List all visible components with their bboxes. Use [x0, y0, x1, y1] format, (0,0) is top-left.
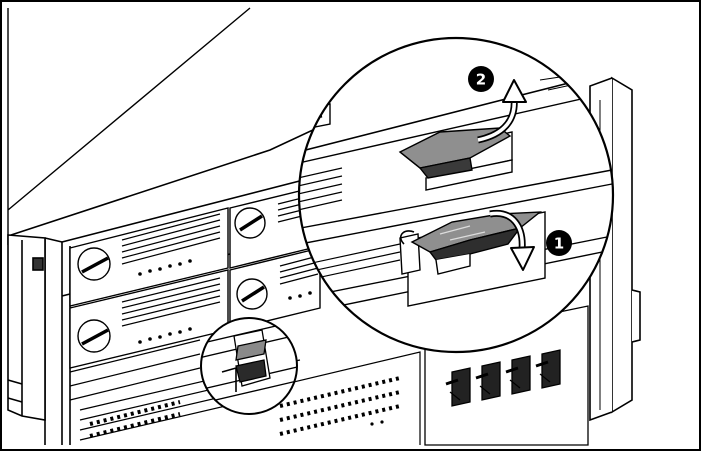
step-number-1: 1 [554, 235, 564, 253]
lower-latch [399, 211, 546, 307]
pull-down-arrow-icon [489, 209, 535, 271]
rack-ear-left [7, 234, 46, 421]
locator-callout [200, 317, 298, 415]
ear-screw-icon [32, 257, 44, 271]
drive-bay-grid [69, 185, 321, 369]
lift-arrow-icon [477, 79, 527, 144]
drive-bay-2 [229, 185, 321, 269]
step-badge-2 [468, 66, 494, 92]
upper-handle [398, 127, 513, 191]
drive-bay-1 [69, 207, 229, 307]
drive-bay-4 [229, 247, 321, 331]
step-badge-1 [546, 230, 572, 256]
step-marker-1: 1 [546, 230, 572, 256]
zoom-callout [297, 36, 615, 354]
step-marker-2: 2 [468, 66, 494, 92]
step-number-2: 2 [476, 71, 486, 89]
